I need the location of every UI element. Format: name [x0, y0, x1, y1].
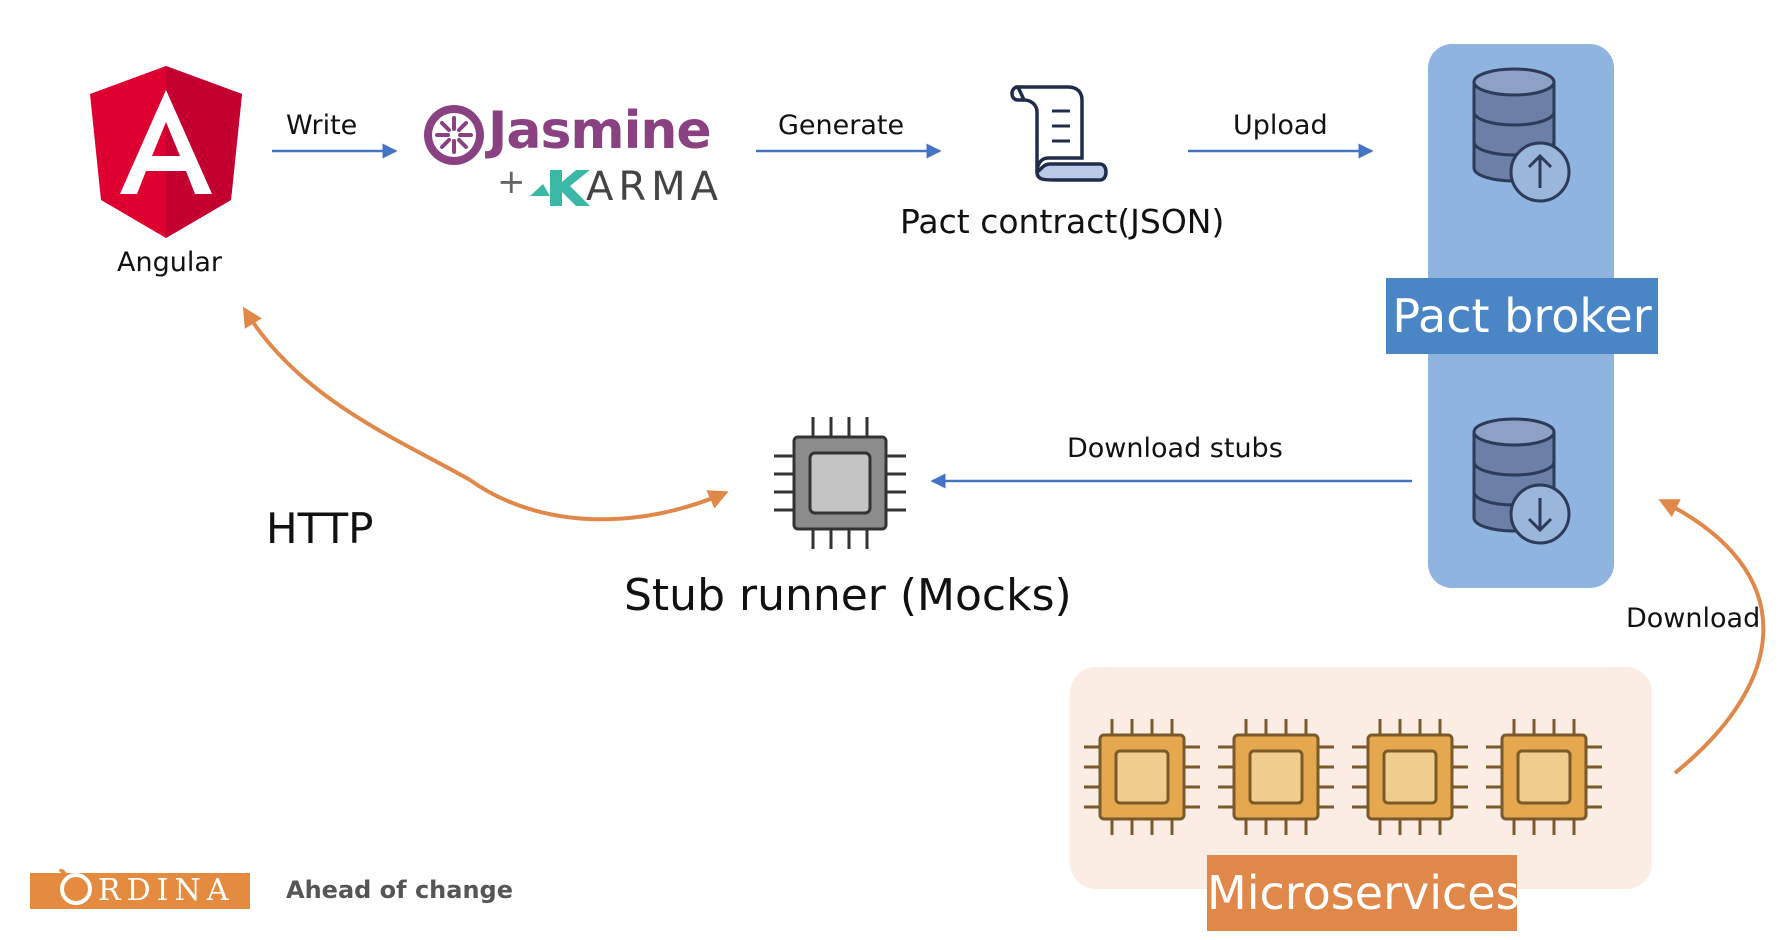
database-upload-icon [1472, 67, 1571, 203]
microservice-chip-2 [1216, 717, 1336, 837]
karma-logo-icon [530, 170, 590, 206]
scroll-document-icon [1010, 85, 1108, 182]
contract-label: Pact contract(JSON) [900, 202, 1225, 241]
generate-label: Generate [778, 110, 905, 141]
download-stubs-label: Download stubs [1067, 433, 1283, 464]
microservices-title: Microservices [1207, 855, 1520, 931]
write-label: Write [286, 110, 358, 141]
download-arrow-curve [1658, 499, 1766, 775]
microservice-chip-4 [1484, 717, 1604, 837]
footer-tagline: Ahead of change [286, 876, 514, 904]
cpu-chip-icon [774, 417, 906, 549]
ordina-logo: RDINA [30, 869, 250, 909]
ordina-wordmark: RDINA [98, 873, 235, 908]
karma-plus: + [497, 162, 526, 202]
pact-broker-title: Pact broker [1386, 278, 1658, 354]
download-label: Download [1626, 603, 1761, 634]
microservice-chip-1 [1082, 717, 1202, 837]
angular-label: Angular [117, 247, 222, 278]
karma-wordmark: ARMA [586, 164, 724, 210]
jasmine-wordmark: Jasmine [488, 101, 712, 161]
upload-label: Upload [1233, 110, 1328, 141]
http-label: HTTP [266, 504, 374, 553]
microservice-chip-3 [1350, 717, 1470, 837]
stub-runner-label: Stub runner (Mocks) [624, 570, 1072, 621]
http-arrow-to-angular [242, 306, 471, 482]
angular-shield-icon [90, 66, 242, 238]
jasmine-logo-icon [424, 105, 484, 165]
http-arrow-to-stub [468, 478, 729, 522]
database-download-icon [1472, 417, 1571, 545]
ordina-o-icon [58, 869, 92, 905]
